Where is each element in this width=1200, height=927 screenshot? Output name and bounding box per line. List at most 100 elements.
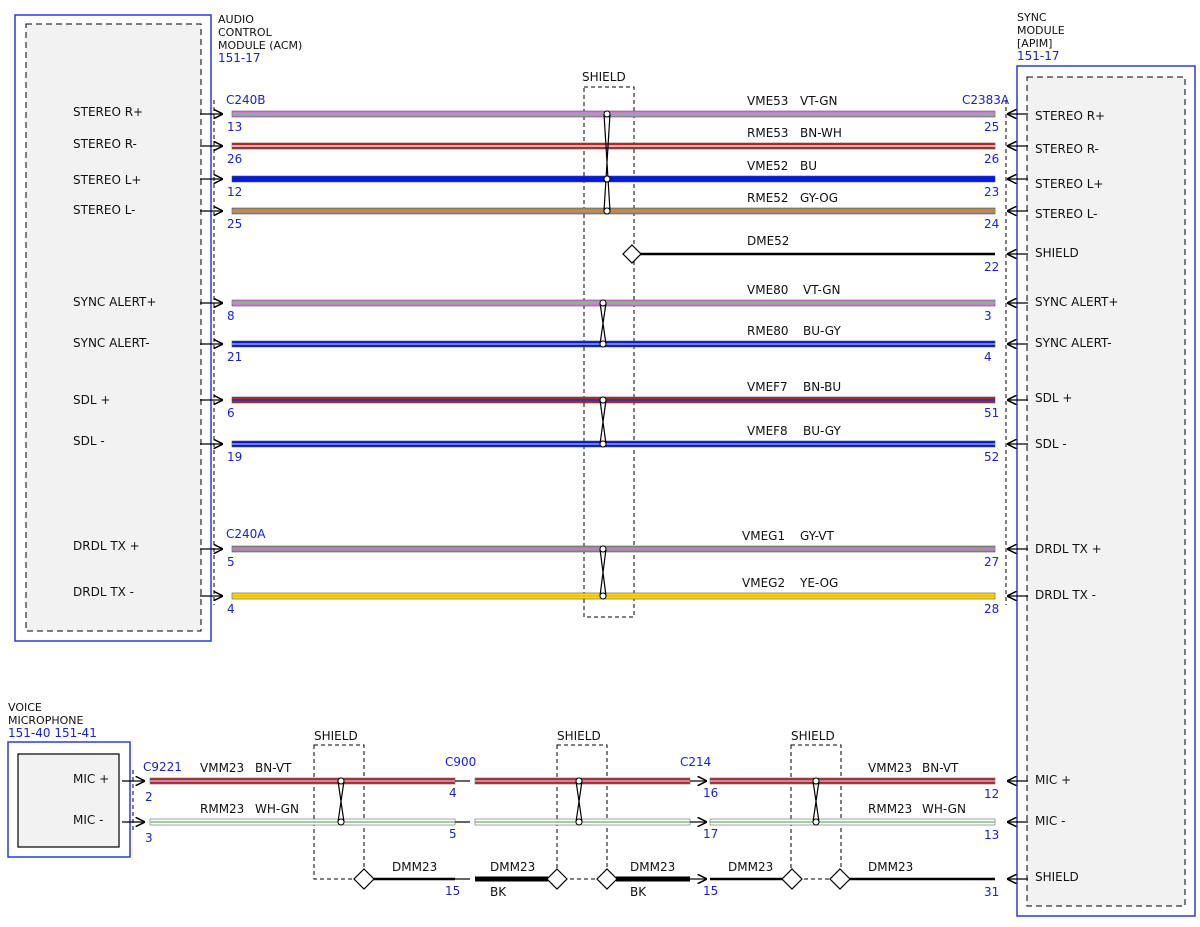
twist-node: [599, 299, 607, 307]
wire-circuit-label: VME80: [747, 283, 788, 297]
wire-circuit-label: RME52: [747, 191, 789, 205]
connector-c240a: C240A: [226, 527, 266, 541]
acm-pin-label: DRDL TX -: [73, 585, 134, 599]
sync-pin-label: SHIELD: [1035, 870, 1079, 884]
acm-pin-number: 12: [227, 185, 242, 199]
acm-pin-label: SDL -: [73, 434, 105, 448]
wire-circuit-label: VMM23: [868, 761, 912, 775]
inline-pin-number: 17: [703, 827, 718, 841]
acm-pin-number: 25: [227, 217, 242, 231]
acm-pin-label: SDL +: [73, 393, 110, 407]
sync-pin-label: STEREO L+: [1035, 177, 1103, 191]
sync-pin-label: STEREO L-: [1035, 207, 1098, 221]
wire-circuit-label: RME53: [747, 126, 789, 140]
sync-pin-number: 27: [984, 555, 999, 569]
sync-pin-label: SDL -: [1035, 437, 1067, 451]
acm-pin-label: STEREO R-: [73, 137, 137, 151]
twist-node: [599, 340, 607, 348]
shield-label-main: SHIELD: [582, 70, 626, 84]
connector-c2383a: C2383A: [962, 93, 1010, 107]
acm-pin-label: DRDL TX +: [73, 539, 140, 553]
wire-color-label: GY-VT: [800, 529, 834, 543]
acm-pin-number: 13: [227, 120, 242, 134]
twisted-pair-marker: [599, 548, 607, 597]
sync-name-2: MODULE: [1017, 24, 1065, 37]
sync-pin-label: MIC -: [1035, 814, 1065, 828]
acm-pin-label: STEREO L+: [73, 173, 141, 187]
twist-node: [599, 396, 607, 404]
drain-circuit-label: DMM23: [392, 860, 437, 874]
acm-pin-number: 21: [227, 350, 242, 364]
twisted-pair-marker: [575, 780, 583, 823]
acm-pin-number: 19: [227, 450, 242, 464]
acm-pin-number: 8: [227, 309, 235, 323]
twist-node: [599, 440, 607, 448]
acm-pin-label: STEREO R+: [73, 105, 143, 119]
sync-name-3: [APIM]: [1017, 37, 1052, 50]
twist-node: [812, 777, 820, 785]
shield-drain-diamond: [829, 868, 851, 890]
shield-drain-diamond: [622, 244, 642, 264]
twisted-pair-marker: [603, 113, 611, 212]
twist-node: [603, 175, 611, 183]
connector-c214: C214: [680, 755, 711, 769]
wire-circuit-label: VMEF7: [747, 380, 788, 394]
shield-drain-diamond: [546, 868, 568, 890]
acm-pin-number: 26: [227, 152, 242, 166]
wire-circuit-label: RMM23: [868, 802, 912, 816]
wire-color-label: VT-GN: [800, 94, 837, 108]
acm-name-3: MODULE (ACM): [218, 39, 302, 52]
sync-pin-label: DRDL TX -: [1035, 588, 1096, 602]
twist-node: [575, 777, 583, 785]
connector-c900: C900: [445, 755, 476, 769]
mic-pin-number: 2: [145, 790, 153, 804]
acm-ref: 151-17: [218, 51, 261, 65]
wire-color-label: GY-OG: [800, 191, 838, 205]
drain-circuit-label: DMM23: [868, 860, 913, 874]
sync-pin-label: MIC +: [1035, 773, 1071, 787]
sync-pin-label: DRDL TX +: [1035, 542, 1102, 556]
wire-color-label: BN-VT: [255, 761, 292, 775]
wire-circuit-label: VMEG1: [742, 529, 785, 543]
acm-name-2: CONTROL: [218, 26, 273, 39]
wire-color-label: WH-GN: [922, 802, 966, 816]
wire-color-label: BU-GY: [803, 424, 841, 438]
sync-pin-label: SYNC ALERT-: [1035, 336, 1112, 350]
acm-pin-number: 5: [227, 555, 235, 569]
acm-pin-label: SYNC ALERT+: [73, 295, 156, 309]
inline-pin-number: 5: [449, 827, 457, 841]
shield-label-3: SHIELD: [791, 729, 835, 743]
inline-pin-number: 15: [703, 884, 718, 898]
wire-color-label: YE-OG: [799, 576, 838, 590]
sync-pin-label: SHIELD: [1035, 246, 1079, 260]
wire-circuit-label: VMM23: [200, 761, 244, 775]
shield-box-main: [583, 86, 635, 618]
shield-box-1: [313, 744, 365, 880]
sync-pin-number: 3: [984, 309, 992, 323]
sync-pin-number: 4: [984, 350, 992, 364]
drain-circuit-label: DMM23: [728, 860, 773, 874]
wire-circuit-label: VMEF8: [747, 424, 788, 438]
wire-color-label: BU-GY: [803, 324, 841, 338]
sync-pin-number: 12: [984, 787, 999, 801]
sync-ref: 151-17: [1017, 49, 1060, 63]
twist-node: [603, 207, 611, 215]
wire-color-label: VT-GN: [803, 283, 840, 297]
sync-pin-number: 25: [984, 120, 999, 134]
shield-drain-diamond: [781, 868, 803, 890]
twist-node: [337, 818, 345, 826]
twist-node: [599, 545, 607, 553]
sync-module: SYNC MODULE [APIM] 151-17: [1016, 11, 1196, 917]
sync-pin-label: STEREO R+: [1035, 109, 1105, 123]
sync-pin-label: STEREO R-: [1035, 142, 1099, 156]
twisted-pair-marker: [599, 302, 607, 345]
wire-circuit-label: VME53: [747, 94, 788, 108]
sync-pin-label: SDL +: [1035, 391, 1072, 405]
shield-box-2: [556, 744, 608, 880]
sync-pin-number: 31: [984, 885, 999, 899]
wire-circuit-label: RME80: [747, 324, 789, 338]
mic-pin-label: MIC -: [73, 813, 103, 827]
drain-circuit-label: DMM23: [490, 860, 535, 874]
mic-pin-label: MIC +: [73, 772, 109, 786]
